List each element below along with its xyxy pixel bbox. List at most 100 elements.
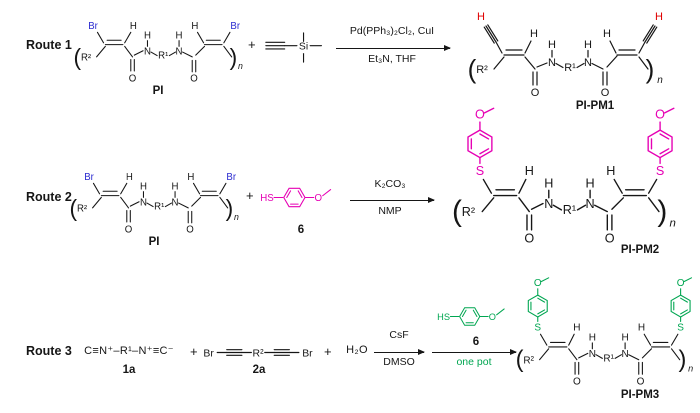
dibromodiyne-structure: Br R² Br (203, 348, 313, 359)
pm3-label: PI-PM3 (620, 389, 660, 401)
close-paren: ) (678, 347, 686, 373)
atom-h: H (606, 164, 615, 178)
atom-h: H (191, 21, 198, 32)
thiol-hs: HS (260, 193, 274, 204)
atom-o: O (475, 108, 485, 122)
route2-label: Route 2 (26, 190, 72, 204)
pm3-thioanisole-pendant-right: S O (670, 277, 693, 334)
atom-h: H (187, 172, 194, 183)
atom-o: O (129, 73, 137, 84)
pi-bonds (96, 31, 233, 73)
atom-h: H (176, 30, 183, 41)
route3-label: Route 3 (26, 344, 72, 358)
atom-h: H (530, 28, 538, 40)
atom-o: O (314, 193, 322, 204)
atom-n: N (584, 57, 592, 69)
alkyne-h: H (655, 11, 663, 23)
plus-sign: + (190, 344, 198, 359)
route3-reaction-arrow-2 (432, 348, 517, 355)
atom-r1: R¹ (158, 51, 168, 62)
plus-sign: + (248, 37, 256, 52)
plus-sign: + (324, 344, 332, 359)
atom-s: S (534, 323, 541, 334)
atom-r1: R¹ (563, 203, 576, 217)
atom-h: H (172, 181, 179, 192)
atom-br: Br (203, 348, 214, 359)
atom-o: O (186, 224, 194, 235)
atom-h: H (130, 21, 137, 32)
pm1-bonds (483, 24, 658, 86)
repeat-n: n (238, 61, 243, 71)
atom-h: H (621, 333, 628, 344)
atom-n: N (172, 197, 179, 208)
atom-o: O (677, 278, 685, 289)
atom-br: Br (84, 172, 94, 183)
atom-r2: R² (77, 203, 88, 214)
atom-h: H (584, 39, 592, 51)
route1-conditions-bottom: Et₃N, THF (368, 53, 416, 65)
thiol-bonds (273, 187, 332, 208)
pi-label-route2: PI (148, 236, 160, 248)
open-paren: ( (452, 195, 462, 228)
atom-n: N (176, 46, 183, 57)
pm2-label: PI-PM2 (620, 244, 660, 256)
methoxythiophenol-structure-green: HS O (437, 307, 505, 326)
atom-n: N (548, 57, 556, 69)
atom-r1: R¹ (154, 202, 164, 213)
atom-h: H (525, 164, 534, 178)
atom-br: Br (88, 21, 98, 32)
atom-h: H (589, 333, 596, 344)
atom-r2: R² (462, 205, 475, 219)
open-paren: ( (468, 54, 477, 84)
atom-h: H (544, 176, 553, 190)
atom-h: H (638, 323, 645, 334)
atom-o: O (573, 376, 581, 387)
open-paren: ( (69, 195, 77, 221)
atom-h: H (586, 176, 595, 190)
atom-o: O (534, 278, 542, 289)
pm3-thioanisole-pendant-left: S O (527, 277, 550, 334)
atom-o: O (605, 232, 615, 246)
close-paren: ) (230, 44, 238, 70)
atom-s: S (656, 164, 664, 178)
diisocyanide-formula: C≡N⁺–R¹–N⁺≡C⁻ (84, 345, 174, 357)
alkyne-h: H (477, 11, 485, 23)
repeat-n: n (688, 364, 693, 374)
close-paren: ) (657, 195, 667, 228)
thiol-bonds (449, 307, 505, 326)
atom-n: N (144, 46, 151, 57)
one-pot-note: one pot (456, 356, 492, 368)
route2-reaction-arrow (350, 196, 435, 203)
atom-o: O (531, 87, 540, 99)
route2-conditions-bottom: NMP (378, 205, 402, 217)
atom-r2: R² (476, 64, 488, 76)
atom-h: H (144, 30, 151, 41)
atom-h: H (126, 172, 133, 183)
pi-structure-route1: ( R² Br H O N H R¹ N H O H Br ) n (73, 21, 243, 85)
route3-conditions-bottom: DMSO (383, 356, 415, 368)
atom-r2: R² (253, 348, 265, 359)
repeat-n: n (234, 212, 239, 222)
methoxythiophenol-structure: HS O (260, 187, 332, 208)
atom-n: N (544, 197, 553, 211)
repeat-n: n (657, 75, 663, 86)
repeat-n: n (670, 217, 676, 229)
atom-o: O (190, 73, 198, 84)
atom-o: O (524, 232, 534, 246)
route1-reaction-arrow (336, 44, 451, 51)
atom-br: Br (230, 21, 240, 32)
route2-conditions-top: K₂CO₃ (374, 178, 406, 190)
pm2-backbone-bonds (481, 178, 660, 231)
atom-br: Br (302, 348, 313, 359)
atom-o: O (655, 108, 665, 122)
atom-s: S (476, 164, 484, 178)
diyne-label: 2a (252, 364, 266, 376)
reagent6-label: 6 (297, 224, 305, 236)
diisocyanide-label: 1a (122, 364, 136, 376)
pi-bonds (92, 182, 229, 224)
pi-label-route1: PI (152, 85, 164, 97)
route3-conditions-top: CsF (389, 329, 409, 341)
atom-o: O (125, 224, 133, 235)
atom-n: N (621, 349, 628, 360)
